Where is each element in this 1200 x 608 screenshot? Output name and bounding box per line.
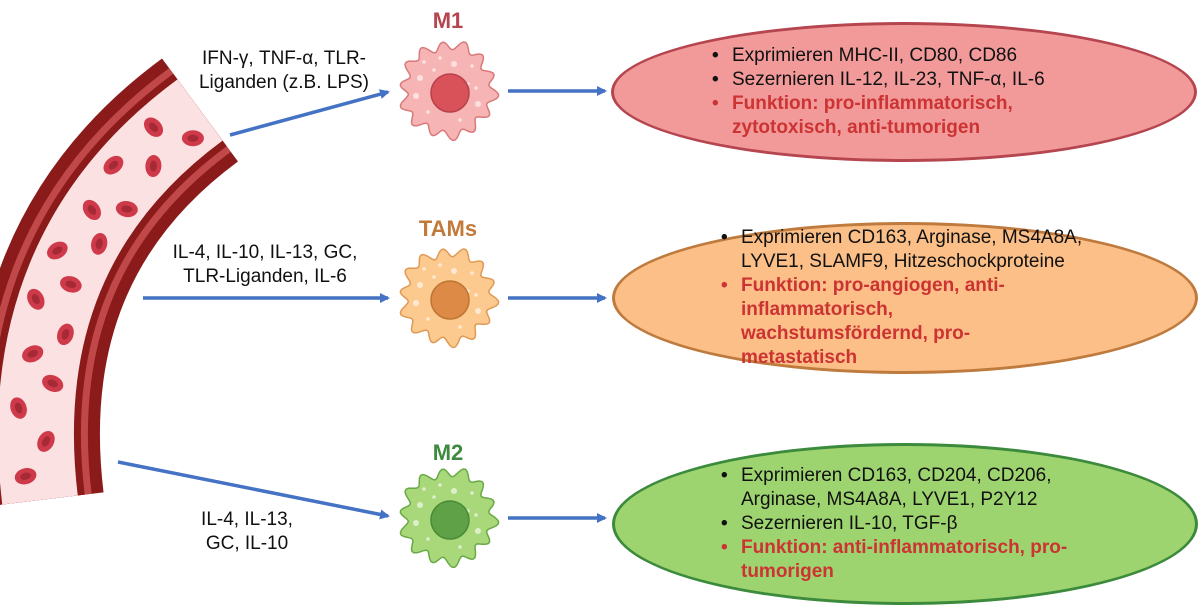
red-blood-cell-center-icon bbox=[14, 402, 23, 414]
cell-vesicle-icon bbox=[451, 268, 457, 274]
cell-vesicle-icon bbox=[417, 502, 423, 508]
cell-vesicle-icon bbox=[432, 68, 436, 72]
m2-feature-list: Exprimieren CD163, CD204, CD206, Arginas… bbox=[715, 464, 1091, 584]
cell-vesicle-icon bbox=[426, 110, 430, 114]
cell-nucleus-icon bbox=[430, 73, 470, 113]
cell-vesicle-icon bbox=[438, 56, 442, 60]
cell-vesicle-icon bbox=[422, 60, 426, 64]
red-blood-cell-center-icon bbox=[41, 436, 50, 447]
red-blood-cell-center-icon bbox=[52, 246, 63, 255]
macrophage-tam-icon bbox=[399, 248, 500, 349]
red-blood-cell-center-icon bbox=[121, 205, 133, 213]
cell-vesicle-icon bbox=[458, 118, 462, 122]
red-blood-cell-center-icon bbox=[149, 160, 157, 172]
cell-vesicle-icon bbox=[451, 488, 457, 494]
cell-vesicle-icon bbox=[426, 537, 430, 541]
tams-feature-0: Exprimieren CD163, Arginase, MS4A8A, LYV… bbox=[721, 226, 1121, 274]
red-blood-cell-center-icon bbox=[187, 134, 199, 142]
cell-vesicle-icon bbox=[458, 545, 462, 549]
cell-vesicle-icon bbox=[426, 317, 430, 321]
cell-vesicle-icon bbox=[438, 483, 442, 487]
cell-vesicle-icon bbox=[470, 271, 474, 275]
cell-vesicle-icon bbox=[422, 487, 426, 491]
red-blood-cell-center-icon bbox=[47, 379, 58, 388]
label-tams: TAMs bbox=[418, 216, 478, 241]
cell-vesicle-icon bbox=[474, 513, 478, 517]
cell-vesicle-icon bbox=[451, 61, 457, 67]
red-blood-cell-center-icon bbox=[61, 329, 70, 340]
cell-vesicle-icon bbox=[413, 93, 419, 99]
red-blood-cell-center-icon bbox=[108, 160, 119, 170]
cell-vesicle-icon bbox=[475, 101, 481, 107]
label-m1: M1 bbox=[432, 8, 464, 33]
m2-feature-1: Sezernieren IL-10, TGF-β bbox=[721, 512, 1091, 536]
red-blood-cell-center-icon bbox=[65, 280, 77, 289]
red-blood-cell-center-icon bbox=[27, 349, 38, 358]
box-tams: Exprimieren CD163, Arginase, MS4A8A, LYV… bbox=[612, 222, 1198, 374]
arrow-stimulus-m1 bbox=[229, 89, 390, 137]
cell-vesicle-icon bbox=[470, 64, 474, 68]
cell-vesicle-icon bbox=[422, 267, 426, 271]
red-blood-cells-icon bbox=[10, 117, 204, 485]
red-blood-cell-center-icon bbox=[31, 294, 40, 305]
m1-feature-0: Exprimieren MHC-II, CD80, CD86 bbox=[712, 44, 1045, 68]
cell-vesicle-icon bbox=[438, 263, 442, 267]
cell-vesicle-icon bbox=[413, 300, 419, 306]
stimulus-label-m2: IL-4, IL-13, GC, IL-10 bbox=[201, 509, 293, 554]
cell-vesicle-icon bbox=[432, 275, 436, 279]
m1-feature-list: Exprimieren MHC-II, CD80, CD86 Sezernier… bbox=[706, 44, 1045, 140]
tams-feature-list: Exprimieren CD163, Arginase, MS4A8A, LYV… bbox=[715, 226, 1121, 370]
red-blood-cell-center-icon bbox=[95, 238, 103, 250]
macrophage-m2-icon bbox=[399, 468, 500, 569]
cell-vesicle-icon bbox=[474, 293, 478, 297]
cell-vesicle-icon bbox=[417, 75, 423, 81]
cell-vesicle-icon bbox=[413, 520, 419, 526]
cell-vesicle-icon bbox=[470, 491, 474, 495]
box-m1: Exprimieren MHC-II, CD80, CD86 Sezernier… bbox=[611, 22, 1197, 162]
cell-vesicle-icon bbox=[475, 528, 481, 534]
arrow-stimulus-m2 bbox=[117, 460, 390, 520]
stimulus-label-m1: IFN-γ, TNF-α, TLR- Liganden (z.B. LPS) bbox=[198, 48, 370, 93]
red-blood-cell-center-icon bbox=[148, 122, 159, 132]
cell-nucleus-icon bbox=[430, 280, 470, 320]
cell-nucleus-icon bbox=[430, 500, 470, 540]
box-m2: Exprimieren CD163, CD204, CD206, Arginas… bbox=[612, 443, 1198, 605]
m1-feature-1: Sezernieren IL-12, IL-23, TNF-α, IL-6 bbox=[712, 68, 1045, 92]
cell-vesicle-icon bbox=[458, 325, 462, 329]
tams-function: Funktion: pro-angiogen, anti-inflammator… bbox=[721, 274, 1041, 370]
stimulus-label-tams: IL-4, IL-10, IL-13, GC, TLR-Liganden, IL… bbox=[172, 242, 358, 287]
blood-vessel-icon bbox=[0, 58, 239, 505]
red-blood-cell-center-icon bbox=[20, 472, 31, 480]
cell-vesicle-icon bbox=[417, 282, 423, 288]
cell-vesicle-icon bbox=[474, 86, 478, 90]
cell-vesicle-icon bbox=[475, 308, 481, 314]
cell-vesicle-icon bbox=[432, 495, 436, 499]
m1-function: Funktion: pro-inflammatorisch, zytotoxis… bbox=[712, 92, 1042, 140]
label-m2: M2 bbox=[432, 440, 464, 465]
red-blood-cell-center-icon bbox=[87, 205, 97, 215]
m2-feature-0: Exprimieren CD163, CD204, CD206, Arginas… bbox=[721, 464, 1071, 512]
macrophage-m1-icon bbox=[399, 41, 500, 142]
m2-function: Funktion: anti-inflammatorisch, pro-tumo… bbox=[721, 536, 1091, 584]
